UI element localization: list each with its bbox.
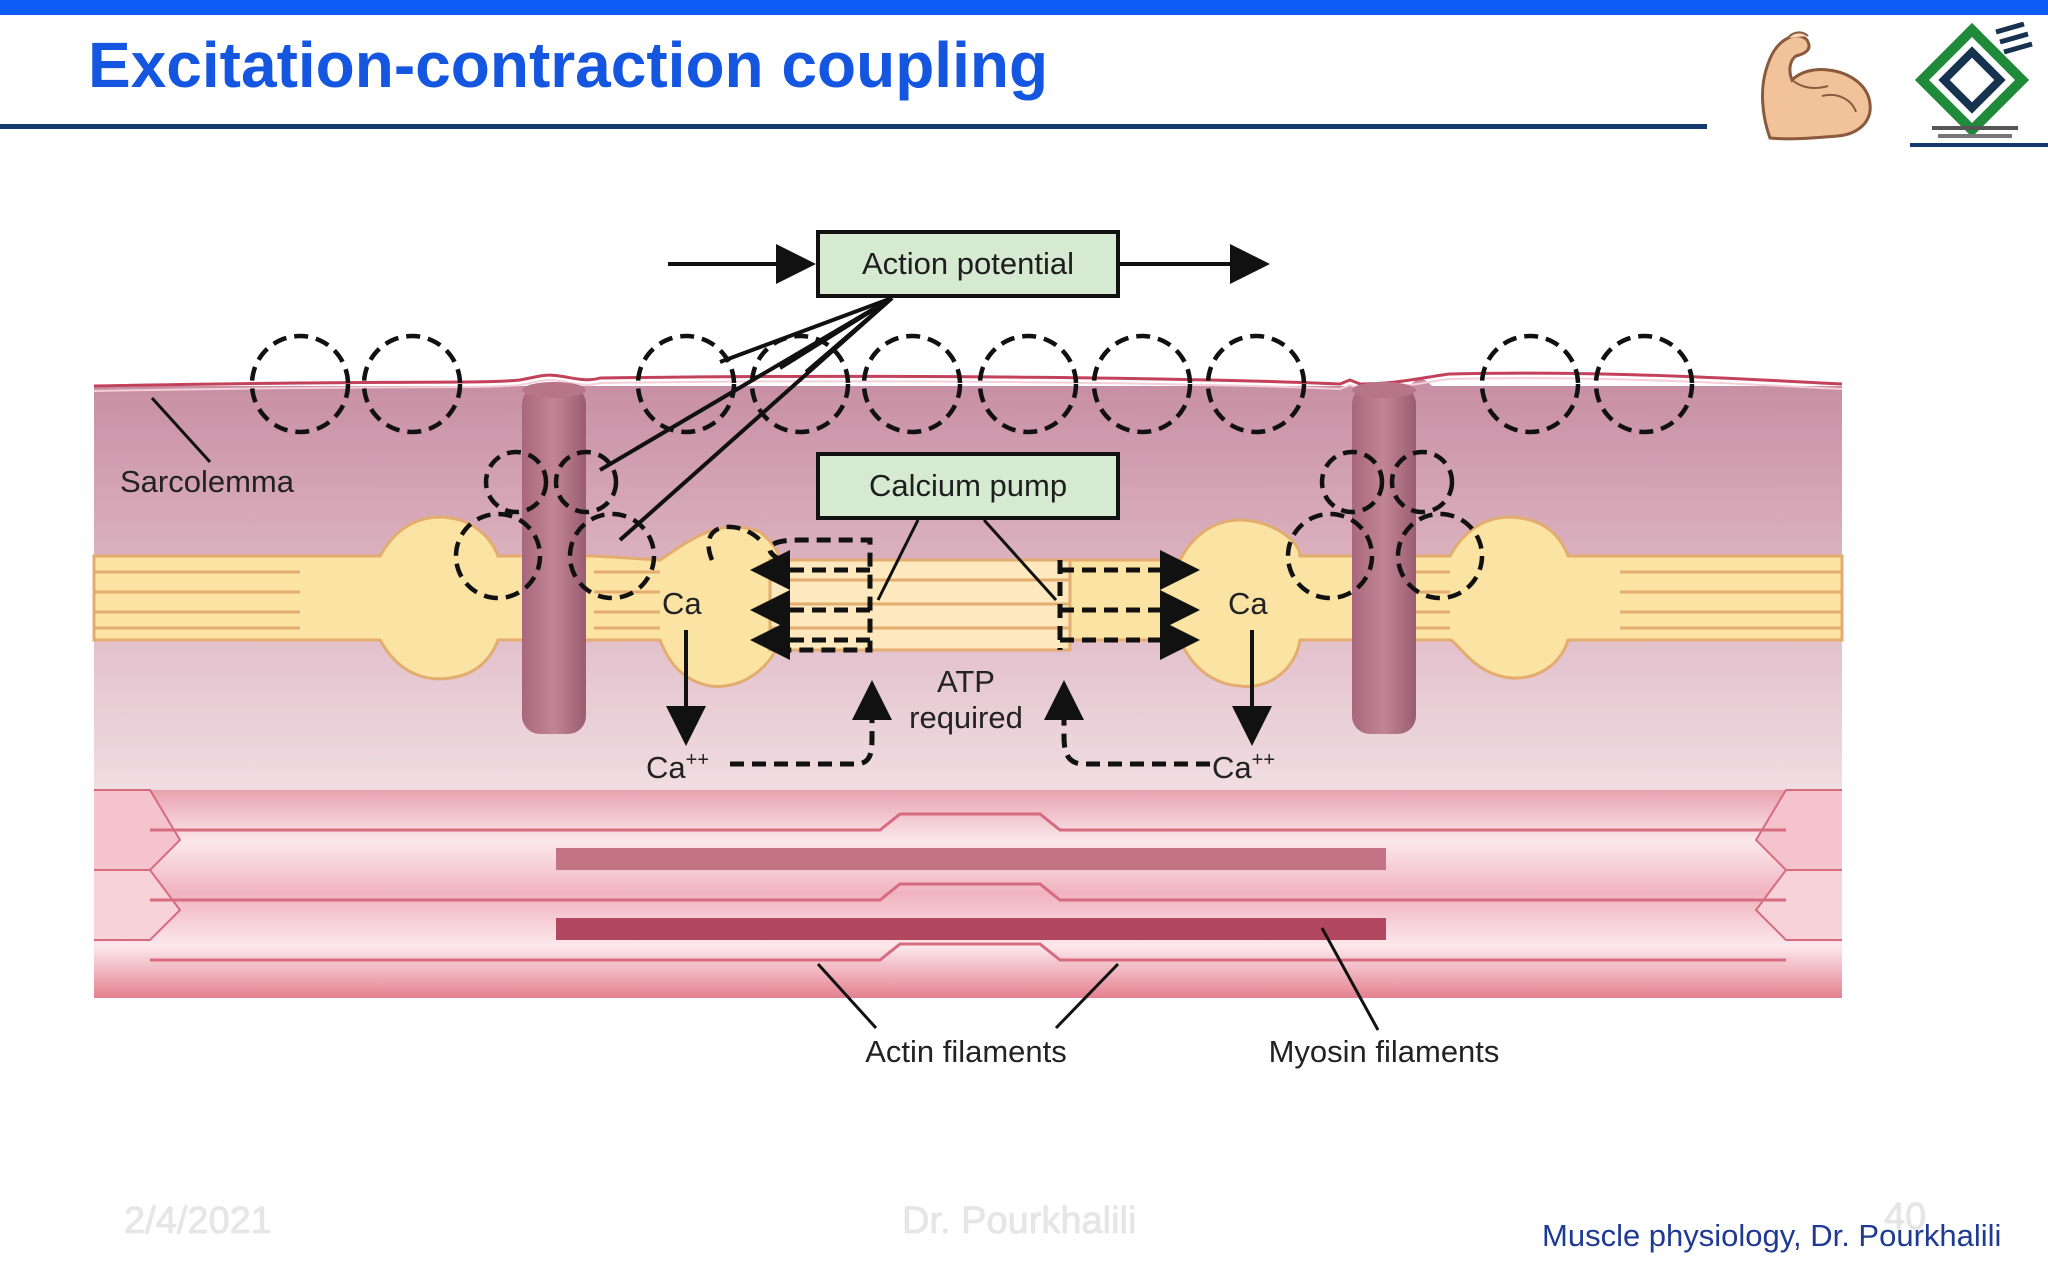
action-potential-arrows — [598, 244, 1270, 542]
footer-author: Dr. Pourkhalili — [902, 1200, 1137, 1242]
sarcoplasmic-reticulum-center — [768, 558, 1072, 652]
current-loops — [249, 333, 1695, 601]
atp-label-line2: required — [909, 700, 1023, 735]
myosin-filament-upper — [556, 848, 1386, 870]
calcium-pump-arrows — [730, 537, 1210, 767]
footer-course: Muscle physiology, Dr. Pourkhalili — [1542, 1218, 2002, 1253]
top-accent-bar — [0, 0, 2048, 15]
footer-date: 2/4/2021 — [124, 1200, 272, 1242]
myofibril — [94, 789, 1842, 998]
calcium-pump-label: Calcium pump — [869, 468, 1067, 503]
action-potential-label: Action potential — [862, 246, 1074, 281]
logo-underline — [1910, 143, 2048, 147]
atp-label-line1: ATP — [937, 664, 995, 699]
title-underline — [0, 124, 1707, 129]
ca-ion-label-left: Ca++ — [646, 749, 709, 785]
action-potential-box — [816, 230, 1120, 298]
calcium-release-arrows — [666, 630, 1272, 746]
sarcolemma-membrane — [93, 371, 1843, 388]
calcium-pump-box — [816, 452, 1120, 520]
ca-label-right: Ca — [1228, 586, 1268, 621]
sarcolemma-label: Sarcolemma — [120, 464, 295, 499]
flexed-arm-icon — [1761, 31, 1872, 141]
slide-title: Excitation-contraction coupling — [88, 29, 1049, 101]
pointer-lines — [150, 396, 1380, 1031]
t-tubule-left — [522, 386, 586, 734]
footer-page-number: 40 — [1884, 1196, 1927, 1238]
ca-ion-charge-left: ++ — [686, 749, 709, 771]
sarcoplasmic-reticulum-left — [92, 515, 882, 688]
ca-ion-label-right: Ca++ — [1212, 749, 1275, 785]
t-tubule-right — [1352, 386, 1416, 734]
university-emblem-icon — [1914, 22, 2033, 138]
actin-filaments-label: Actin filaments — [865, 1034, 1067, 1069]
ca-label-left: Ca — [662, 586, 702, 621]
myosin-filament-lower — [556, 918, 1386, 940]
myosin-filaments-label: Myosin filaments — [1269, 1034, 1500, 1069]
ca-ion-charge-right: ++ — [1252, 749, 1275, 771]
